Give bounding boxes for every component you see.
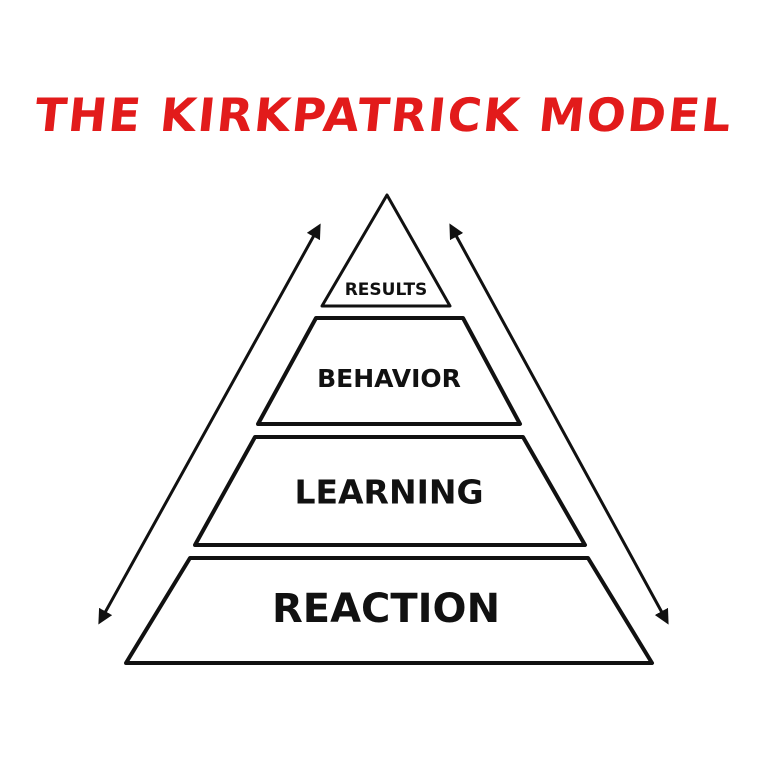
tier-behavior-label: BEHAVIOR (317, 364, 461, 393)
left-double-arrow-icon (98, 223, 321, 625)
tier-learning-label: LEARNING (294, 473, 483, 512)
tier-results-shape (320, 193, 452, 308)
right-double-arrow-icon (449, 223, 669, 625)
tier-results-label: RESULTS (345, 280, 428, 300)
tier-reaction-label: REACTION (272, 586, 500, 632)
